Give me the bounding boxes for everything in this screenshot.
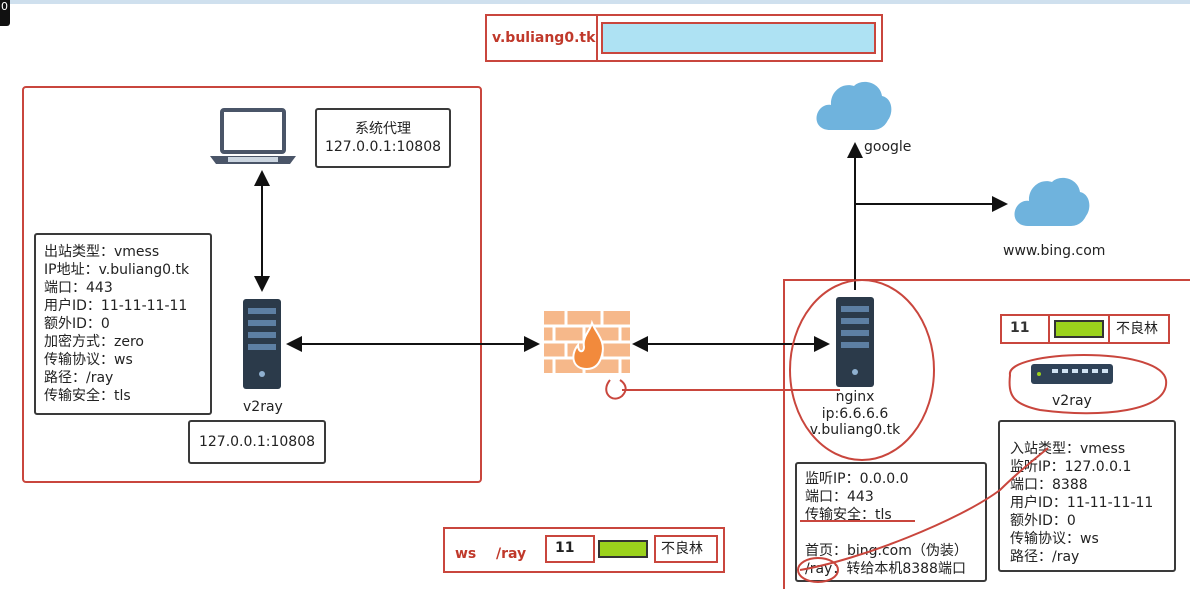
nginx-domain: v.buliang0.tk bbox=[809, 422, 901, 438]
legend-bottom-textbox bbox=[654, 535, 718, 563]
path-redirect-curve bbox=[799, 447, 1049, 571]
google-cloud-icon bbox=[812, 76, 892, 136]
legend-bottom-ws: ws bbox=[455, 546, 477, 562]
firewall-icon bbox=[544, 311, 630, 373]
outbound-line: 传输协议：ws bbox=[44, 352, 133, 368]
legend-bottom-numbox bbox=[545, 535, 595, 563]
nginx-config-line: 首页：bing.com（伪装） bbox=[805, 543, 968, 559]
inbound-line: 用户ID：11-11-11-11 bbox=[1010, 495, 1154, 511]
nginx-config-line: 端口：443 bbox=[805, 489, 874, 505]
nginx-config-line: 传输安全：tls bbox=[805, 507, 892, 523]
nginx-label: nginx bbox=[835, 389, 875, 405]
corner-badge: 0 bbox=[0, 0, 10, 26]
google-label: google bbox=[864, 139, 912, 155]
legend-bottom-text: 不良林 bbox=[661, 541, 703, 557]
inbound-line: 路径：/ray bbox=[1010, 549, 1080, 565]
client-server-icon bbox=[242, 298, 282, 390]
legend-bottom-path: /ray bbox=[496, 546, 527, 562]
legend-bottom-num: 11 bbox=[555, 540, 575, 556]
firewall-loop bbox=[605, 379, 840, 400]
system-proxy-addr: 127.0.0.1:10808 bbox=[324, 139, 442, 155]
client-region bbox=[22, 86, 482, 483]
outbound-line: 出站类型：vmess bbox=[44, 244, 160, 260]
inbound-line: 额外ID：0 bbox=[1010, 513, 1076, 529]
outbound-line: 加密方式：zero bbox=[44, 334, 144, 350]
domain-label: v.buliang0.tk bbox=[492, 30, 596, 46]
legend-top-right-numbox bbox=[1000, 314, 1050, 344]
outbound-line: 传输安全：tls bbox=[44, 388, 131, 404]
legend-bottom-bar bbox=[598, 540, 648, 558]
switch-icon bbox=[1030, 362, 1114, 386]
local-addr: 127.0.0.1:10808 bbox=[198, 434, 316, 450]
switch-circle bbox=[1008, 354, 1168, 415]
legend-top-right-textbox bbox=[1108, 314, 1170, 344]
inbound-line: 入站类型：vmess bbox=[1010, 441, 1126, 457]
nginx-config-line: 监听IP：0.0.0.0 bbox=[805, 471, 909, 487]
laptop-icon bbox=[208, 108, 298, 168]
system-proxy-box: 系统代理 127.0.0.1:10808 bbox=[315, 108, 451, 168]
switch-label: v2ray bbox=[1052, 393, 1092, 409]
nginx-circle bbox=[789, 279, 935, 461]
nginx-ip: ip:6.6.6.6 bbox=[821, 406, 889, 422]
legend-bottom bbox=[443, 527, 725, 573]
inbound-line: 传输协议：ws bbox=[1010, 531, 1099, 547]
inbound-config-box: 入站类型：vmess 监听IP：127.0.0.1 端口：8388 用户ID：1… bbox=[998, 420, 1176, 572]
nginx-config-line: /ray：转给本机8388端口 bbox=[805, 561, 966, 577]
domain-label-box bbox=[485, 14, 598, 62]
inbound-line: 监听IP：127.0.0.1 bbox=[1010, 459, 1132, 475]
domain-bar bbox=[601, 22, 876, 54]
legend-top-right-num: 11 bbox=[1010, 320, 1030, 336]
bing-cloud-icon bbox=[1010, 172, 1090, 232]
legend-top-right-bar bbox=[1054, 320, 1104, 338]
local-addr-box: 127.0.0.1:10808 bbox=[188, 420, 326, 464]
outbound-line: 额外ID：0 bbox=[44, 316, 110, 332]
client-server-label: v2ray bbox=[243, 399, 283, 415]
server-region bbox=[783, 279, 1190, 589]
outbound-line: 端口：443 bbox=[44, 280, 113, 296]
top-bar bbox=[0, 0, 1190, 4]
legend-top-right-text: 不良林 bbox=[1116, 321, 1158, 337]
bing-label: www.bing.com bbox=[1003, 243, 1106, 259]
path-circle bbox=[797, 557, 839, 583]
nginx-server-icon bbox=[835, 296, 875, 388]
outbound-line: 路径：/ray bbox=[44, 370, 114, 386]
inbound-line: 端口：8388 bbox=[1010, 477, 1088, 493]
outbound-line: IP地址：v.buliang0.tk bbox=[44, 262, 190, 278]
system-proxy-title: 系统代理 bbox=[355, 121, 411, 137]
outbound-line: 用户ID：11-11-11-11 bbox=[44, 298, 188, 314]
outbound-config-box: 出站类型：vmess IP地址：v.buliang0.tk 端口：443 用户I… bbox=[34, 233, 212, 415]
